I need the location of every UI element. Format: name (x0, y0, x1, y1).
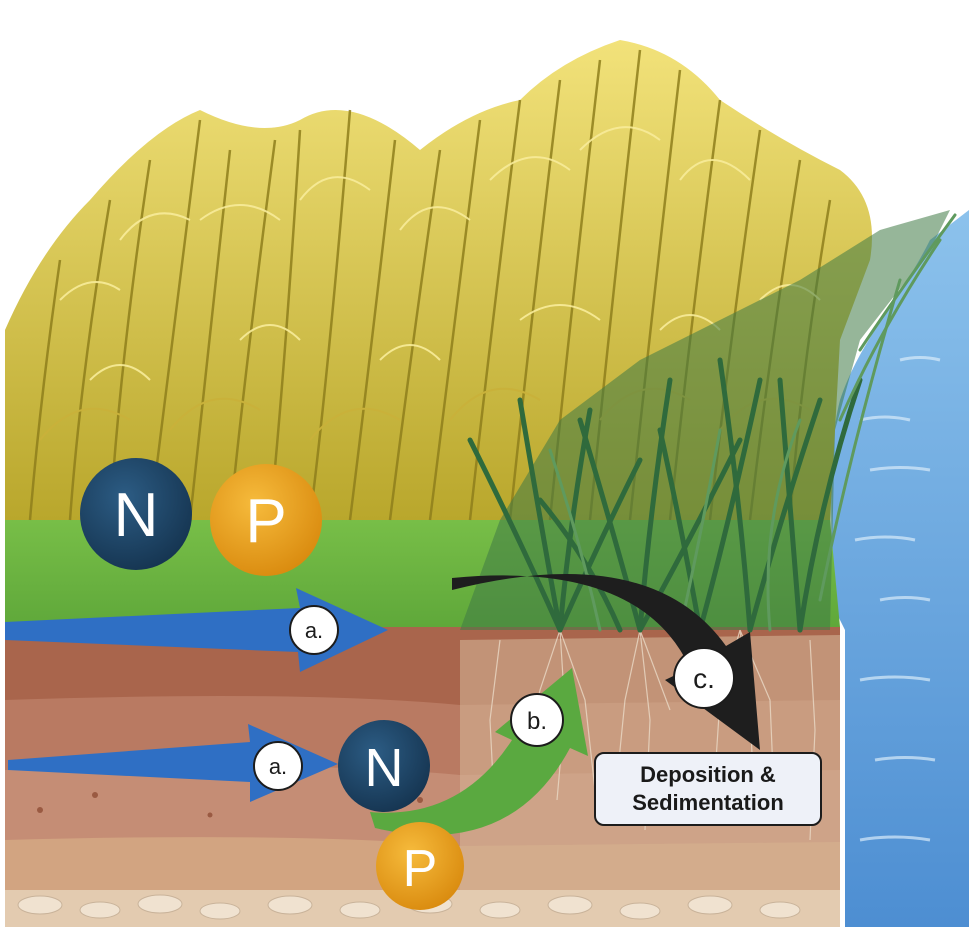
phosphorus-label: P (245, 487, 286, 556)
deposition-arrow (452, 573, 760, 750)
nitrogen-label: N (365, 738, 404, 798)
runoff-arrow-surface (5, 588, 388, 672)
label-b: b. (510, 693, 564, 747)
river-water (830, 210, 969, 927)
nitrogen-label: N (114, 481, 159, 550)
nitrogen-circle-top: N (80, 458, 192, 570)
phosphorus-label: P (403, 840, 438, 898)
pathway-c-label: c. (693, 663, 715, 694)
deposition-line-1: Deposition & (640, 762, 776, 787)
label-c: c. (673, 647, 735, 709)
deposition-sedimentation-box: Deposition & Sedimentation (594, 752, 822, 826)
pathway-a-label: a. (269, 754, 287, 779)
phosphorus-circle-soil: P (376, 822, 464, 910)
nitrogen-circle-soil: N (338, 720, 430, 812)
phosphorus-circle-top: P (210, 464, 322, 576)
label-a-surface: a. (289, 605, 339, 655)
pathway-b-label: b. (527, 708, 547, 735)
runoff-arrow-subsurface (8, 724, 338, 802)
pathway-a-label: a. (305, 618, 323, 643)
label-a-subsurface: a. (253, 741, 303, 791)
deposition-line-2: Sedimentation (632, 790, 784, 815)
